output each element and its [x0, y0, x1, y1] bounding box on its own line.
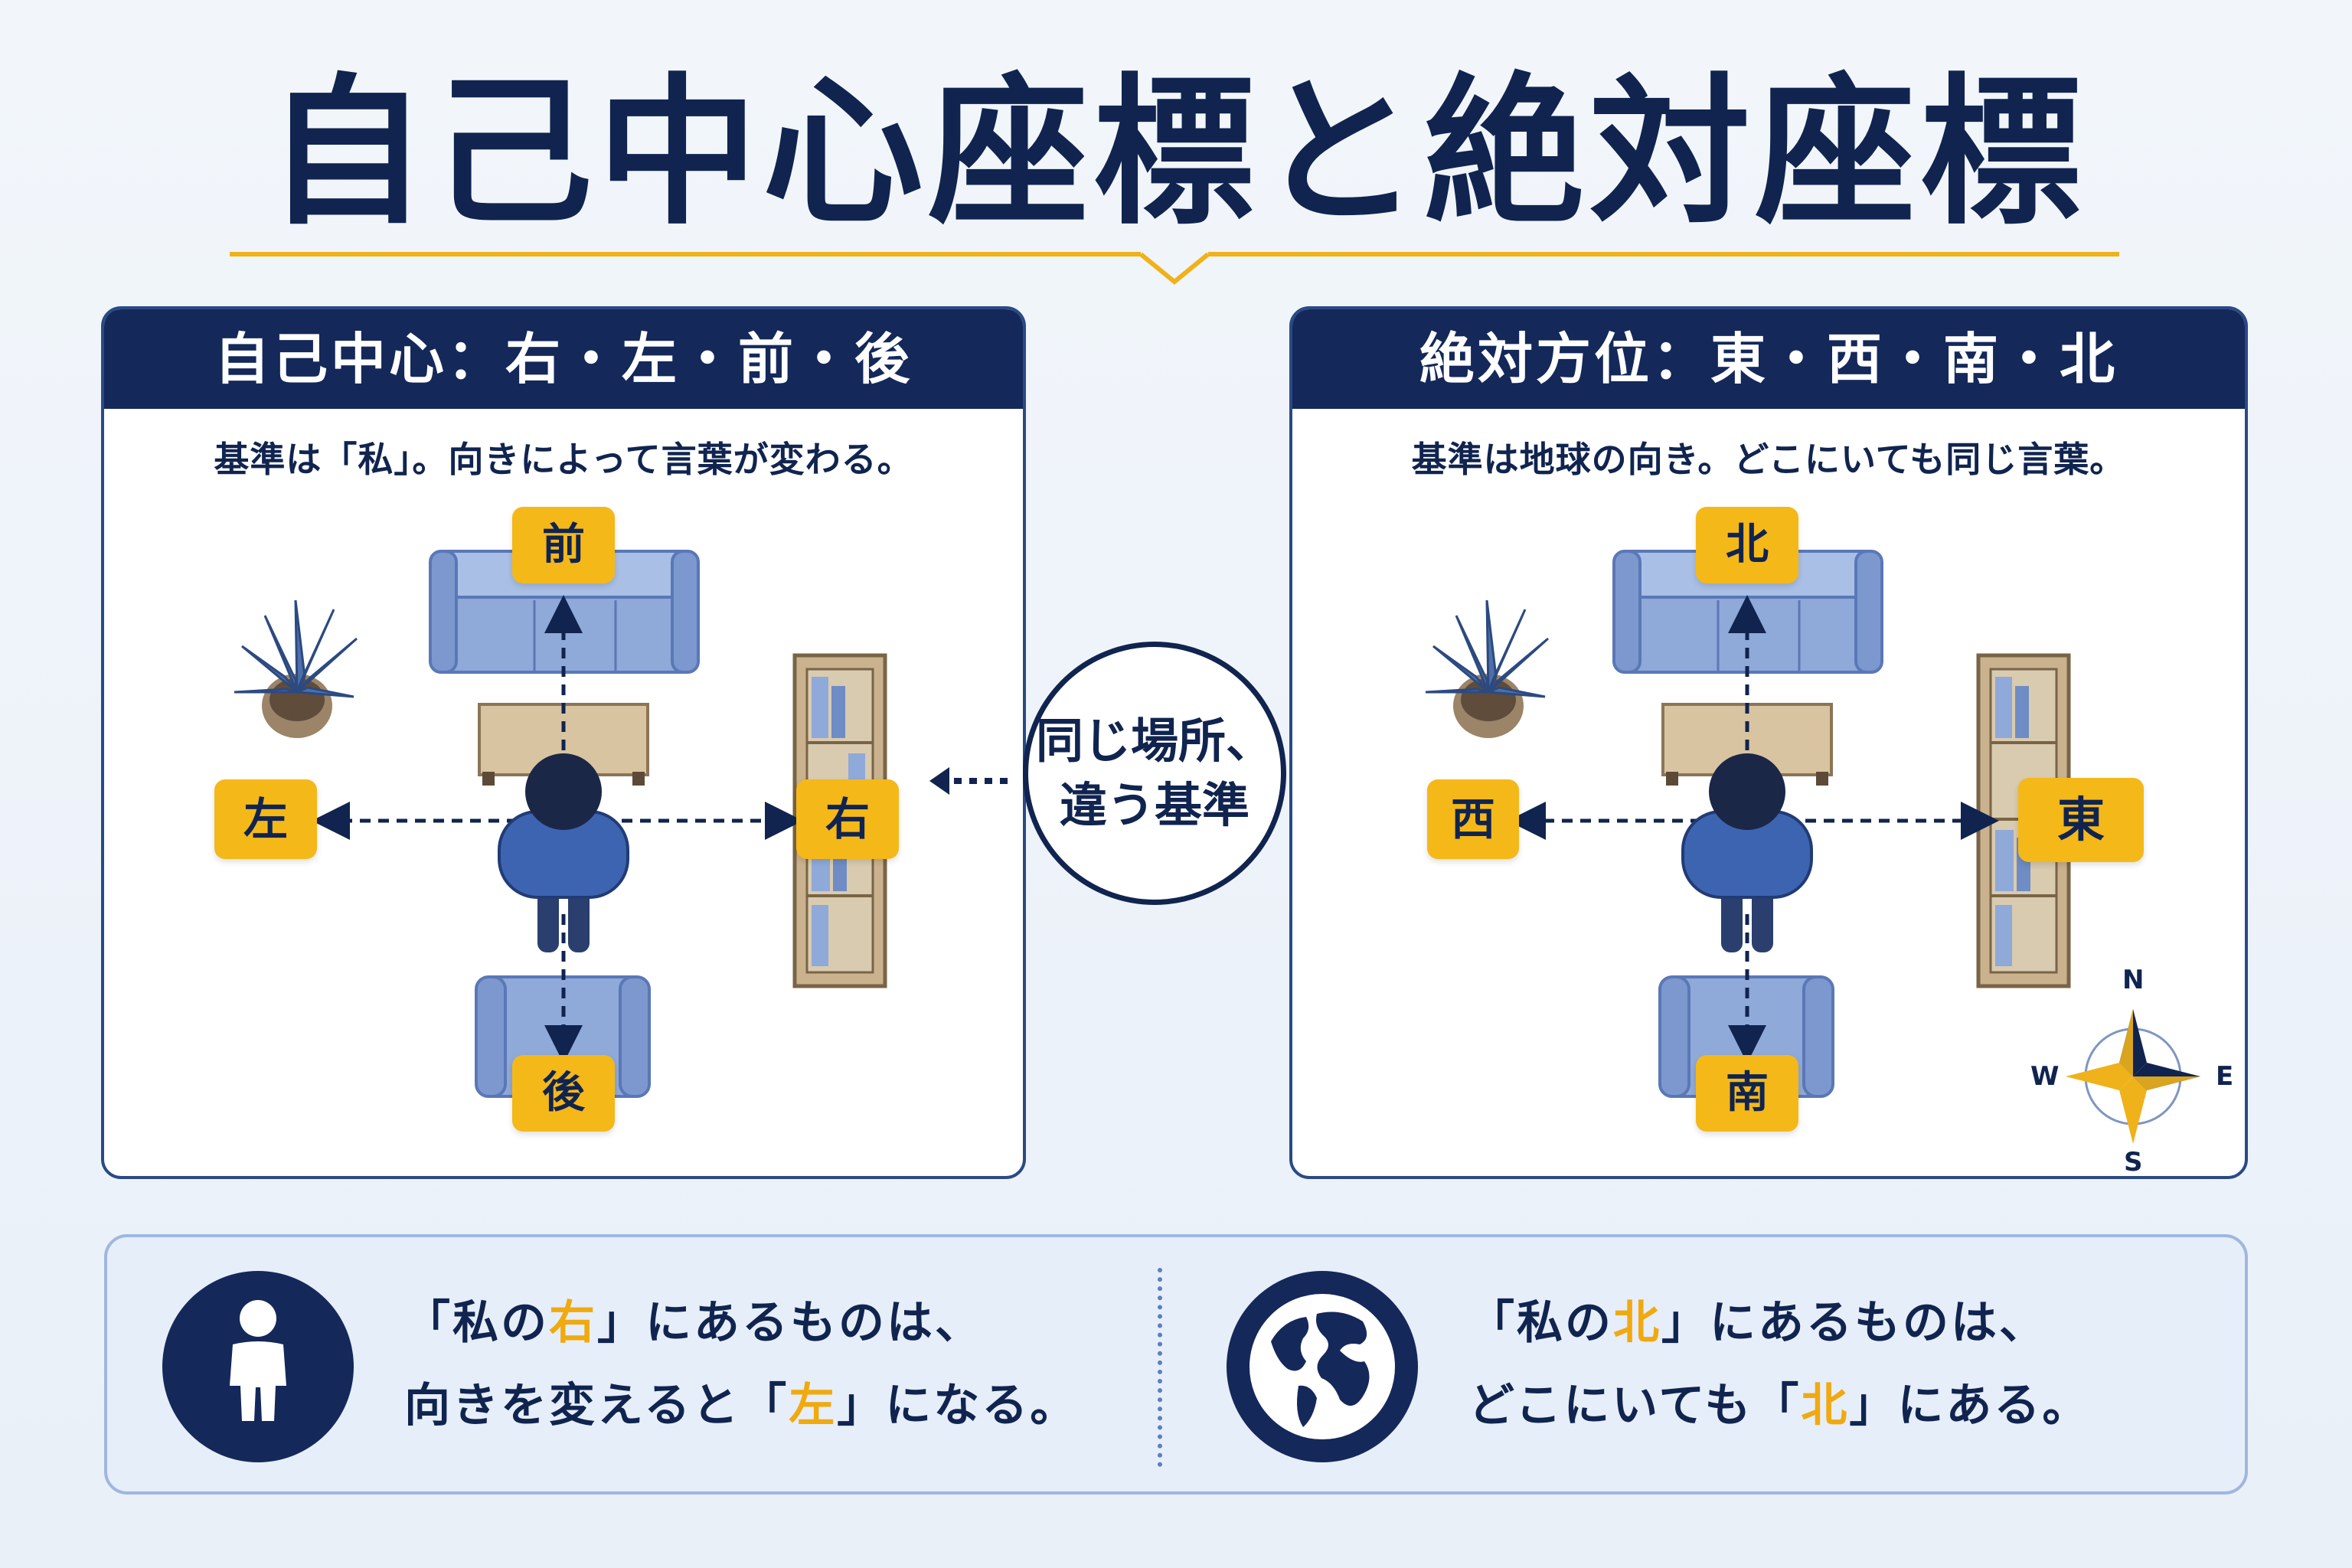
label-back: 後: [512, 1055, 615, 1132]
direction-arrows: [1508, 595, 1999, 1063]
summary-right-l1-highlight: 北: [1613, 1296, 1661, 1350]
center-circle: 同じ場所、 違う基準: [1023, 642, 1286, 905]
summary-left-l2-open: 向きを変えると「: [404, 1379, 789, 1432]
summary-left-l1-close: 」にあるものは、: [597, 1296, 983, 1350]
label-south: 南: [1696, 1055, 1798, 1132]
summary-divider: [1158, 1268, 1162, 1467]
label-north: 北: [1696, 507, 1798, 583]
summary-left-text: 「私の右」にあるものは、 向きを変えると「左」になる。: [404, 1282, 1078, 1447]
summary-left-l2-close: 」になる。: [837, 1379, 1079, 1432]
compass-n: N: [2122, 965, 2145, 995]
summary-left-l1-highlight: 右: [549, 1296, 597, 1350]
compass-s: S: [2124, 1147, 2143, 1178]
egocentric-header: 自己中心：右・左・前・後: [104, 309, 1023, 409]
plant-icon: [234, 599, 358, 738]
center-line-2: 違う基準: [1059, 777, 1250, 833]
label-front: 前: [512, 507, 615, 583]
absolute-header: 絶対方位：東・西・南・北: [1292, 309, 2245, 409]
egocentric-subtitle: 基準は「私」。向きによって言葉が変わる。: [214, 439, 913, 480]
title-underline: [230, 252, 2119, 285]
plant-icon: [1425, 599, 1550, 738]
compass-w: W: [2030, 1061, 2060, 1092]
summary-box: 「私の右」にあるものは、 向きを変えると「左」になる。 「私の北」にあるものは、…: [104, 1234, 2248, 1494]
person-icon: [230, 1300, 286, 1421]
label-east: 東: [2018, 778, 2144, 862]
person-icon-badge: [162, 1271, 354, 1462]
globe-icon: [1245, 1289, 1400, 1444]
label-left: 左: [214, 779, 317, 859]
page-title: 自己中心座標と絶対座標: [266, 59, 2086, 247]
summary-right-text: 「私の北」にあるものは、 どこにいても「北」にある。: [1468, 1282, 2090, 1447]
summary-right-l1-open: 「私の: [1468, 1296, 1613, 1350]
summary-right-l2-open: どこにいても「: [1468, 1379, 1802, 1432]
globe-icon-badge: [1227, 1271, 1418, 1462]
summary-right-l2-highlight: 北: [1801, 1379, 1850, 1432]
compass-icon: [2066, 1009, 2200, 1144]
egocentric-room-scene: [234, 550, 887, 1098]
center-line-1: 同じ場所、: [1035, 713, 1273, 769]
compass-e: E: [2216, 1061, 2234, 1092]
person-topdown-icon: [498, 753, 629, 952]
summary-right-l2-close: 」にある。: [1849, 1379, 2091, 1432]
absolute-panel: 絶対方位：東・西・南・北 基準は地球の向き。どこにいても同じ言葉。: [1289, 306, 2248, 1179]
sofa-icon: [1612, 550, 1883, 674]
person-topdown-icon: [1681, 753, 1813, 952]
label-right: 右: [796, 779, 899, 859]
summary-left-l1-open: 「私の: [404, 1296, 549, 1350]
absolute-subtitle: 基準は地球の向き。どこにいても同じ言葉。: [1411, 439, 2126, 480]
summary-right-l1-close: 」にあるものは、: [1661, 1296, 2047, 1350]
egocentric-panel: 自己中心：右・左・前・後 基準は「私」。向きによって言葉が変わる。: [101, 306, 1026, 1179]
absolute-room-scene: [1425, 550, 2200, 1144]
label-west: 西: [1427, 779, 1519, 859]
summary-left-l2-highlight: 左: [789, 1379, 838, 1432]
direction-arrows: [312, 595, 803, 1063]
